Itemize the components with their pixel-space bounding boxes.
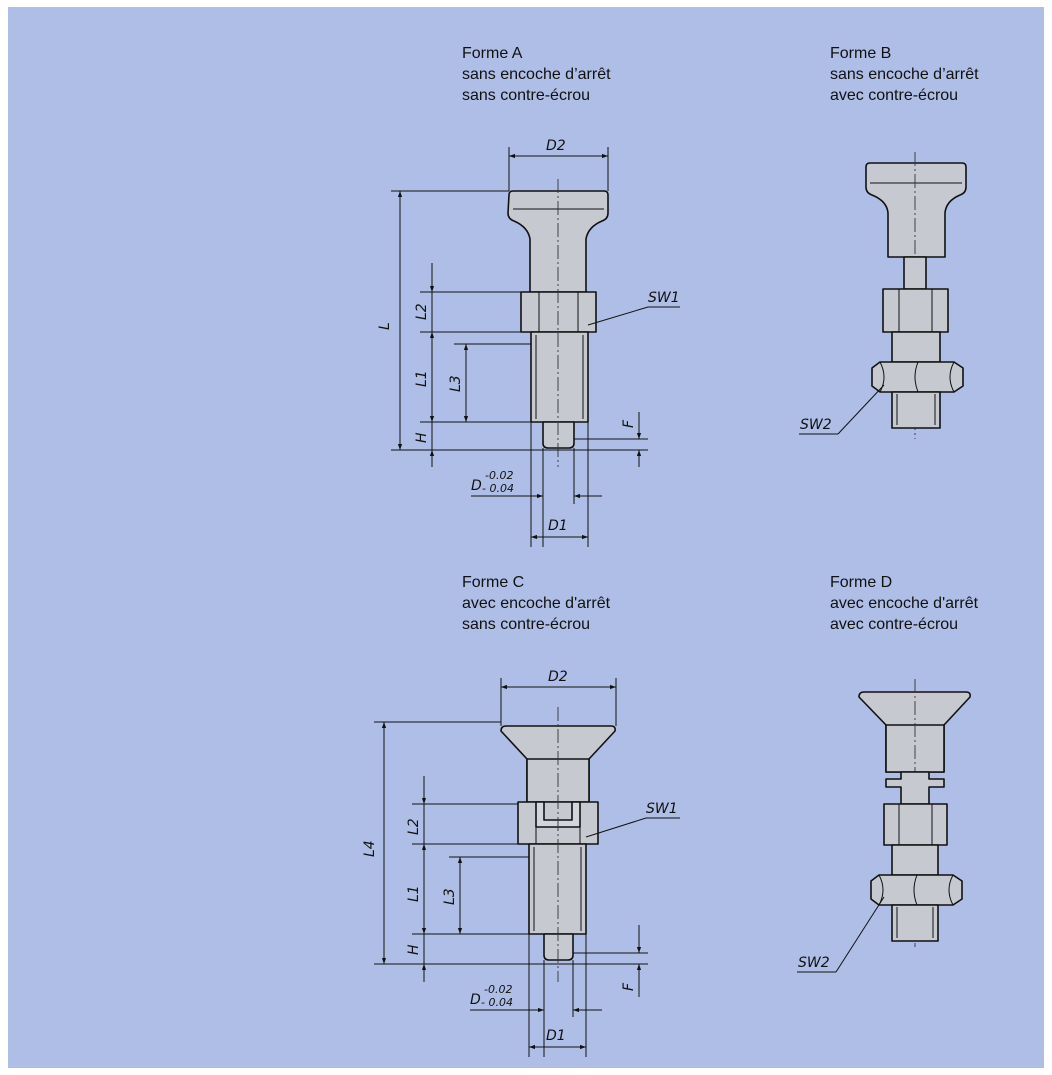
caption-line: avec encoche d'arrêt <box>462 595 611 612</box>
label-tolerance-lower: - 0.04 <box>482 482 514 495</box>
threaded-body <box>530 331 589 423</box>
label-l3: L3 <box>442 888 458 905</box>
label-sw1: SW1 <box>646 801 678 817</box>
plunger-forme-a <box>507 179 609 467</box>
plunger-forme-d: SW2 <box>797 679 971 973</box>
lock-nut-sw2 <box>871 361 964 393</box>
label-l1: L1 <box>414 370 430 387</box>
label-f: F <box>621 982 637 991</box>
dimensions-forme-a: D2 L L2 L1 H L3 <box>377 138 680 547</box>
hex-nut-sw1 <box>883 803 948 846</box>
label-d: D <box>471 478 482 494</box>
label-sw1: SW1 <box>648 290 680 306</box>
drawing-panel: Forme A sans encoche d’arrêt sans contre… <box>8 7 1044 1068</box>
lock-nut-sw2 <box>870 874 963 906</box>
hex-nut-sw1 <box>520 291 597 333</box>
label-l: L <box>377 322 393 330</box>
threaded-body <box>891 844 939 876</box>
label-l1: L1 <box>406 885 422 902</box>
caption-line: sans contre-écrou <box>462 87 591 104</box>
label-l2: L2 <box>414 303 430 320</box>
label-h: H <box>406 944 422 955</box>
label-tolerance-lower: - 0.04 <box>481 996 513 1009</box>
caption-line: avec contre-écrou <box>830 87 959 104</box>
label-d1: D1 <box>546 1028 566 1044</box>
threaded-body-lower <box>891 904 939 942</box>
label-l4: L4 <box>362 840 378 857</box>
plunger-forme-b: SW2 <box>799 152 967 439</box>
technical-drawing: D2 L L2 L1 H L3 <box>362 138 971 1057</box>
stem <box>903 256 927 290</box>
stem-notch <box>885 771 945 805</box>
plunger-forme-c <box>500 707 616 982</box>
caption-line: avec encoche d'arrêt <box>830 595 979 612</box>
threaded-body <box>528 843 587 935</box>
caption-forme-d: Forme D avec encoche d'arrêt avec contre… <box>830 572 978 635</box>
caption-line: avec contre-écrou <box>830 616 959 633</box>
caption-forme-a: Forme A sans encoche d’arrêt sans contre… <box>462 43 611 106</box>
label-f: F <box>621 419 637 428</box>
label-h: H <box>414 432 430 443</box>
label-d2: D2 <box>546 138 566 154</box>
caption-title: Forme A <box>462 45 523 62</box>
label-d1: D1 <box>548 518 568 534</box>
caption-forme-c: Forme C avec encoche d'arrêt sans contre… <box>462 572 610 635</box>
caption-forme-b: Forme B sans encoche d’arrêt avec contre… <box>830 43 979 106</box>
caption-title: Forme C <box>462 574 525 591</box>
label-tolerance-upper: -0.02 <box>484 983 512 996</box>
detent-notch <box>535 801 581 828</box>
label-sw2: SW2 <box>798 955 830 971</box>
pin <box>542 421 575 449</box>
label-l3: L3 <box>448 375 464 392</box>
label-l2: L2 <box>406 818 422 835</box>
caption-line: sans encoche d’arrêt <box>830 66 979 83</box>
threaded-body-lower <box>891 391 941 429</box>
pin <box>543 933 574 961</box>
knob <box>865 162 967 258</box>
caption-title: Forme D <box>830 574 893 591</box>
caption-line: sans encoche d’arrêt <box>462 66 611 83</box>
caption-title: Forme B <box>830 45 892 62</box>
threaded-body <box>891 331 941 363</box>
label-d: D <box>470 992 481 1008</box>
dimensions-forme-c: D2 L4 L2 L1 H L3 <box>362 669 680 1057</box>
caption-line: sans contre-écrou <box>462 616 591 633</box>
label-tolerance-upper: -0.02 <box>485 469 513 482</box>
label-d2: D2 <box>548 669 568 685</box>
label-sw2: SW2 <box>800 417 832 433</box>
hex-nut-sw1 <box>882 288 949 333</box>
